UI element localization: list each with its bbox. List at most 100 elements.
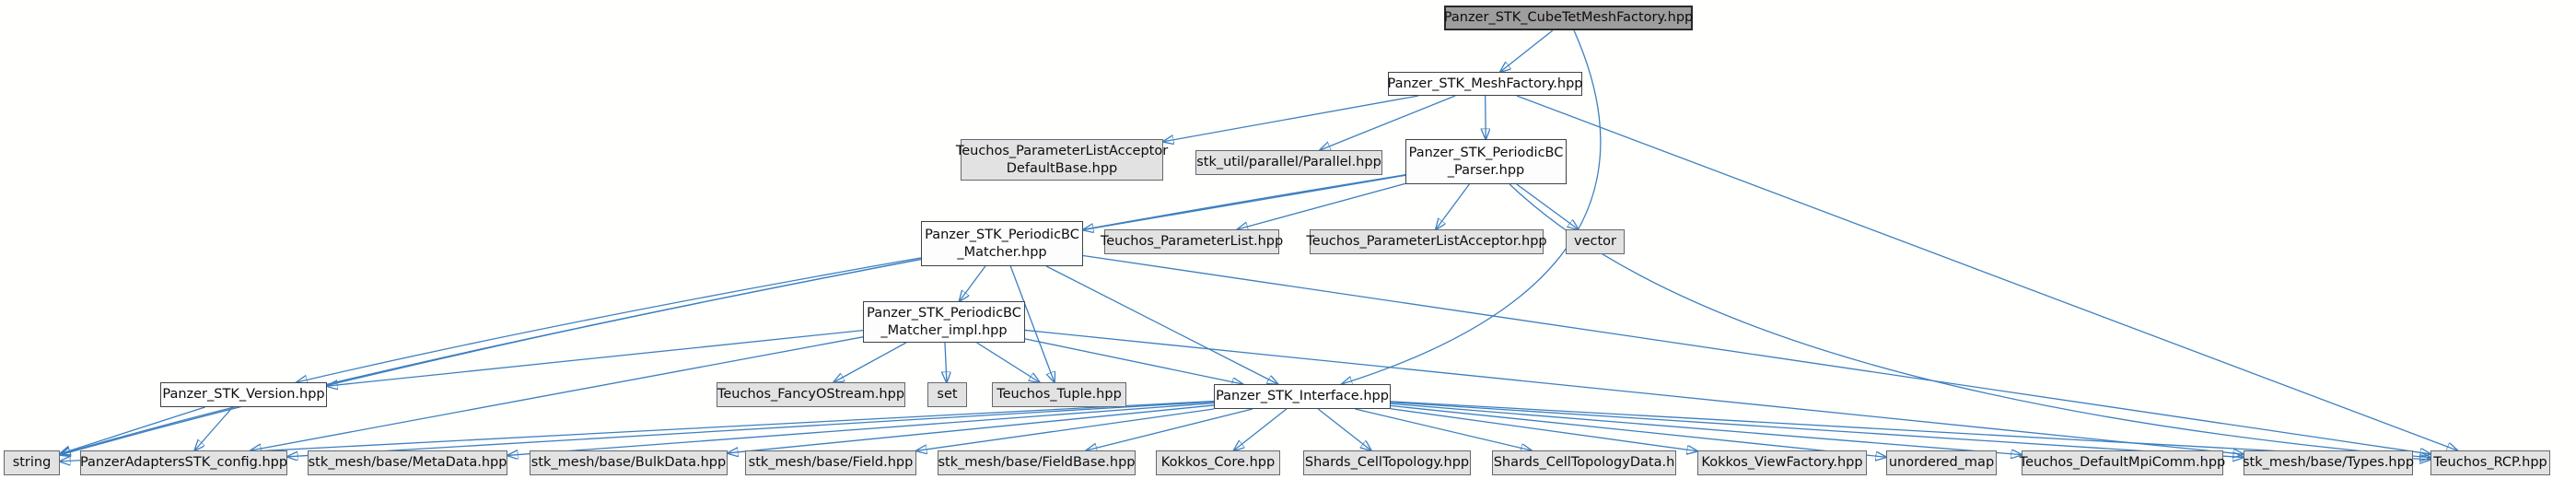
- edge-stk-interface--kokkos-core: [1234, 408, 1288, 450]
- node-fieldbase: stk_mesh/base/FieldBase.hpp: [938, 450, 1136, 475]
- node-kokkos-core: Kokkos_Core.hpp: [1156, 450, 1280, 475]
- edge-periodic-bc-parser--teuchos-parameter-list: [1238, 182, 1406, 229]
- node-label: Shards_CellTopology.hpp: [1304, 455, 1470, 470]
- node-stk-types: stk_mesh/base/Types.hpp: [2242, 450, 2415, 475]
- node-tuple: Teuchos_Tuple.hpp: [992, 382, 1126, 407]
- edge-periodic-bc-matcher-impl--tuple: [976, 342, 1040, 382]
- node-label: Panzer_STK_MeshFactory.hpp: [1387, 76, 1583, 91]
- edge-periodic-bc-matcher--stk-interface: [1045, 265, 1277, 384]
- node-label: Teuchos_ParameterList.hpp: [1100, 234, 1284, 249]
- node-label: Panzer_STK_PeriodicBC: [925, 227, 1079, 242]
- node-label: Panzer_STK_CubeTetMeshFactory.hpp: [1443, 10, 1694, 25]
- node-teuchos-rcp: Teuchos_RCP.hpp: [2430, 450, 2550, 475]
- node-label: vector: [1574, 234, 1616, 249]
- node-string: string: [4, 450, 60, 475]
- edge-periodic-bc-matcher-impl--config: [251, 336, 864, 450]
- edge-periodic-bc-parser--string: [60, 174, 1406, 455]
- node-stk-parallel: stk_util/parallel/Parallel.hpp: [1195, 150, 1382, 175]
- node-stk-version[interactable]: Panzer_STK_Version.hpp: [160, 382, 327, 407]
- node-periodic-bc-matcher-impl[interactable]: Panzer_STK_PeriodicBC_Matcher_impl.hpp: [863, 301, 1025, 343]
- node-label: stk_mesh/base/MetaData.hpp: [308, 455, 507, 470]
- edge-mesh-factory--teuchos-rcp: [1516, 95, 2457, 450]
- edge-stk-interface--teuchos-rcp: [1390, 401, 2430, 460]
- node-shards-cell-topology: Shards_CellTopology.hpp: [1303, 450, 1471, 475]
- edge-periodic-bc-matcher--teuchos-rcp: [1082, 254, 2430, 453]
- edge-stk-interface--shards-cell-topology-data: [1355, 408, 1531, 450]
- node-periodic-bc-matcher[interactable]: Panzer_STK_PeriodicBC _Matcher.hpp: [921, 221, 1083, 266]
- node-default-mpi-comm: Teuchos_DefaultMpiComm.hpp: [2019, 450, 2226, 475]
- edge-stk-version--string: [60, 406, 205, 454]
- edge-stk-version--config: [194, 406, 234, 450]
- edge-stk-interface--unordered-map: [1390, 404, 1886, 457]
- node-label: DefaultBase.hpp: [1006, 160, 1118, 176]
- node-unordered-map: unordered_map: [1886, 450, 1997, 475]
- node-label: _Parser.hpp: [1447, 162, 1525, 178]
- edge-periodic-bc-matcher-impl--stk-version: [327, 329, 864, 386]
- edge-stk-interface--field: [916, 408, 1215, 450]
- node-vector: vector: [1566, 229, 1625, 254]
- edge-stk-interface--bulkdata: [728, 404, 1215, 453]
- edge-periodic-bc-matcher-impl--set: [945, 342, 947, 382]
- edge-periodic-bc-matcher--tuple: [1009, 265, 1055, 382]
- node-label: unordered_map: [1888, 455, 1995, 470]
- node-cube-tet-mesh-factory: Panzer_STK_CubeTetMeshFactory.hpp: [1444, 6, 1693, 30]
- node-label: Panzer_STK_Version.hpp: [162, 387, 325, 402]
- node-bulkdata: stk_mesh/base/BulkData.hpp: [530, 450, 728, 475]
- edge-stk-interface--default-mpi-comm: [1390, 403, 2022, 454]
- node-label: Panzer_STK_PeriodicBC: [1408, 145, 1564, 160]
- node-label: set: [937, 387, 958, 402]
- edge-periodic-bc-matcher-impl--stk-interface: [1024, 338, 1242, 384]
- node-label: stk_util/parallel/Parallel.hpp: [1196, 155, 1381, 169]
- edge-cube-tet-mesh-factory--mesh-factory: [1500, 29, 1554, 72]
- node-fancy-ostream: Teuchos_FancyOStream.hpp: [717, 382, 905, 407]
- node-label: Panzer_STK_Interface.hpp: [1216, 389, 1389, 403]
- edge-periodic-bc-matcher--periodic-bc-matcher-impl: [960, 265, 986, 301]
- edge-stk-interface--config: [287, 401, 1215, 457]
- node-label: Teuchos_ParameterListAcceptor: [955, 143, 1169, 158]
- node-label: stk_mesh/base/Field.hpp: [748, 455, 914, 470]
- edge-periodic-bc-parser--teuchos-parameter-list-acceptor: [1436, 183, 1470, 229]
- edge-periodic-bc-matcher-impl--fancy-ostream: [833, 342, 907, 382]
- node-label: stk_mesh/base/BulkData.hpp: [530, 455, 727, 470]
- node-teuchos-parameter-list: Teuchos_ParameterList.hpp: [1101, 229, 1283, 254]
- node-shards-cell-topology-data: Shards_CellTopologyData.h: [1492, 450, 1676, 475]
- node-periodic-bc-parser[interactable]: Panzer_STK_PeriodicBC _Parser.hpp: [1405, 139, 1567, 184]
- edge-periodic-bc-matcher-impl--stk-types: [1024, 329, 2244, 454]
- node-label: Shards_CellTopologyData.h: [1493, 455, 1675, 470]
- edge-periodic-bc-matcher--stk-version: [297, 257, 922, 382]
- edge-mesh-factory--stk-parallel: [1320, 95, 1456, 150]
- node-label: _Matcher.hpp: [957, 244, 1047, 260]
- node-metadata: stk_mesh/base/MetaData.hpp: [308, 450, 507, 475]
- node-mesh-factory[interactable]: Panzer_STK_MeshFactory.hpp: [1387, 72, 1583, 96]
- edge-periodic-bc-parser--periodic-bc-matcher: [1083, 174, 1406, 229]
- edge-stk-interface--shards-cell-topology: [1317, 408, 1371, 450]
- node-teuchos-parameter-list-acceptor: Teuchos_ParameterListAcceptor.hpp: [1306, 229, 1547, 254]
- node-label: Panzer_STK_PeriodicBC: [867, 305, 1021, 321]
- edge-stk-interface--kokkos-view-factory: [1390, 408, 1697, 451]
- node-stk-interface[interactable]: Panzer_STK_Interface.hpp: [1214, 384, 1391, 409]
- edge-periodic-bc-parser--teuchos-rcp: [1509, 183, 2430, 458]
- edge-periodic-bc-matcher--string: [60, 258, 922, 454]
- node-label: Teuchos_DefaultMpiComm.hpp: [2019, 455, 2226, 470]
- edge-stk-interface--fieldbase: [1087, 408, 1253, 450]
- node-label: Teuchos_FancyOStream.hpp: [717, 387, 905, 402]
- node-label: Teuchos_ParameterListAcceptor.hpp: [1306, 234, 1547, 249]
- edge-stk-interface--stk-types: [1390, 402, 2244, 458]
- node-label: Teuchos_Tuple.hpp: [997, 387, 1122, 402]
- node-label: Kokkos_ViewFactory.hpp: [1701, 455, 1863, 470]
- node-label: PanzerAdaptersSTK_config.hpp: [79, 455, 288, 470]
- node-label: Teuchos_RCP.hpp: [2433, 455, 2547, 470]
- edge-stk-interface--metadata: [507, 402, 1215, 456]
- node-config: PanzerAdaptersSTK_config.hpp: [80, 450, 287, 475]
- node-label: string: [12, 455, 52, 470]
- edge-mesh-factory--tpl-acceptor-default-base: [1163, 95, 1419, 142]
- node-field: stk_mesh/base/Field.hpp: [745, 450, 916, 475]
- node-label: _Matcher_impl.hpp: [880, 322, 1008, 338]
- node-label: stk_mesh/base/Types.hpp: [2242, 455, 2415, 470]
- node-kokkos-view-factory: Kokkos_ViewFactory.hpp: [1697, 450, 1867, 475]
- edge-periodic-bc-parser--vector: [1516, 183, 1579, 229]
- node-label: stk_mesh/base/FieldBase.hpp: [938, 455, 1136, 470]
